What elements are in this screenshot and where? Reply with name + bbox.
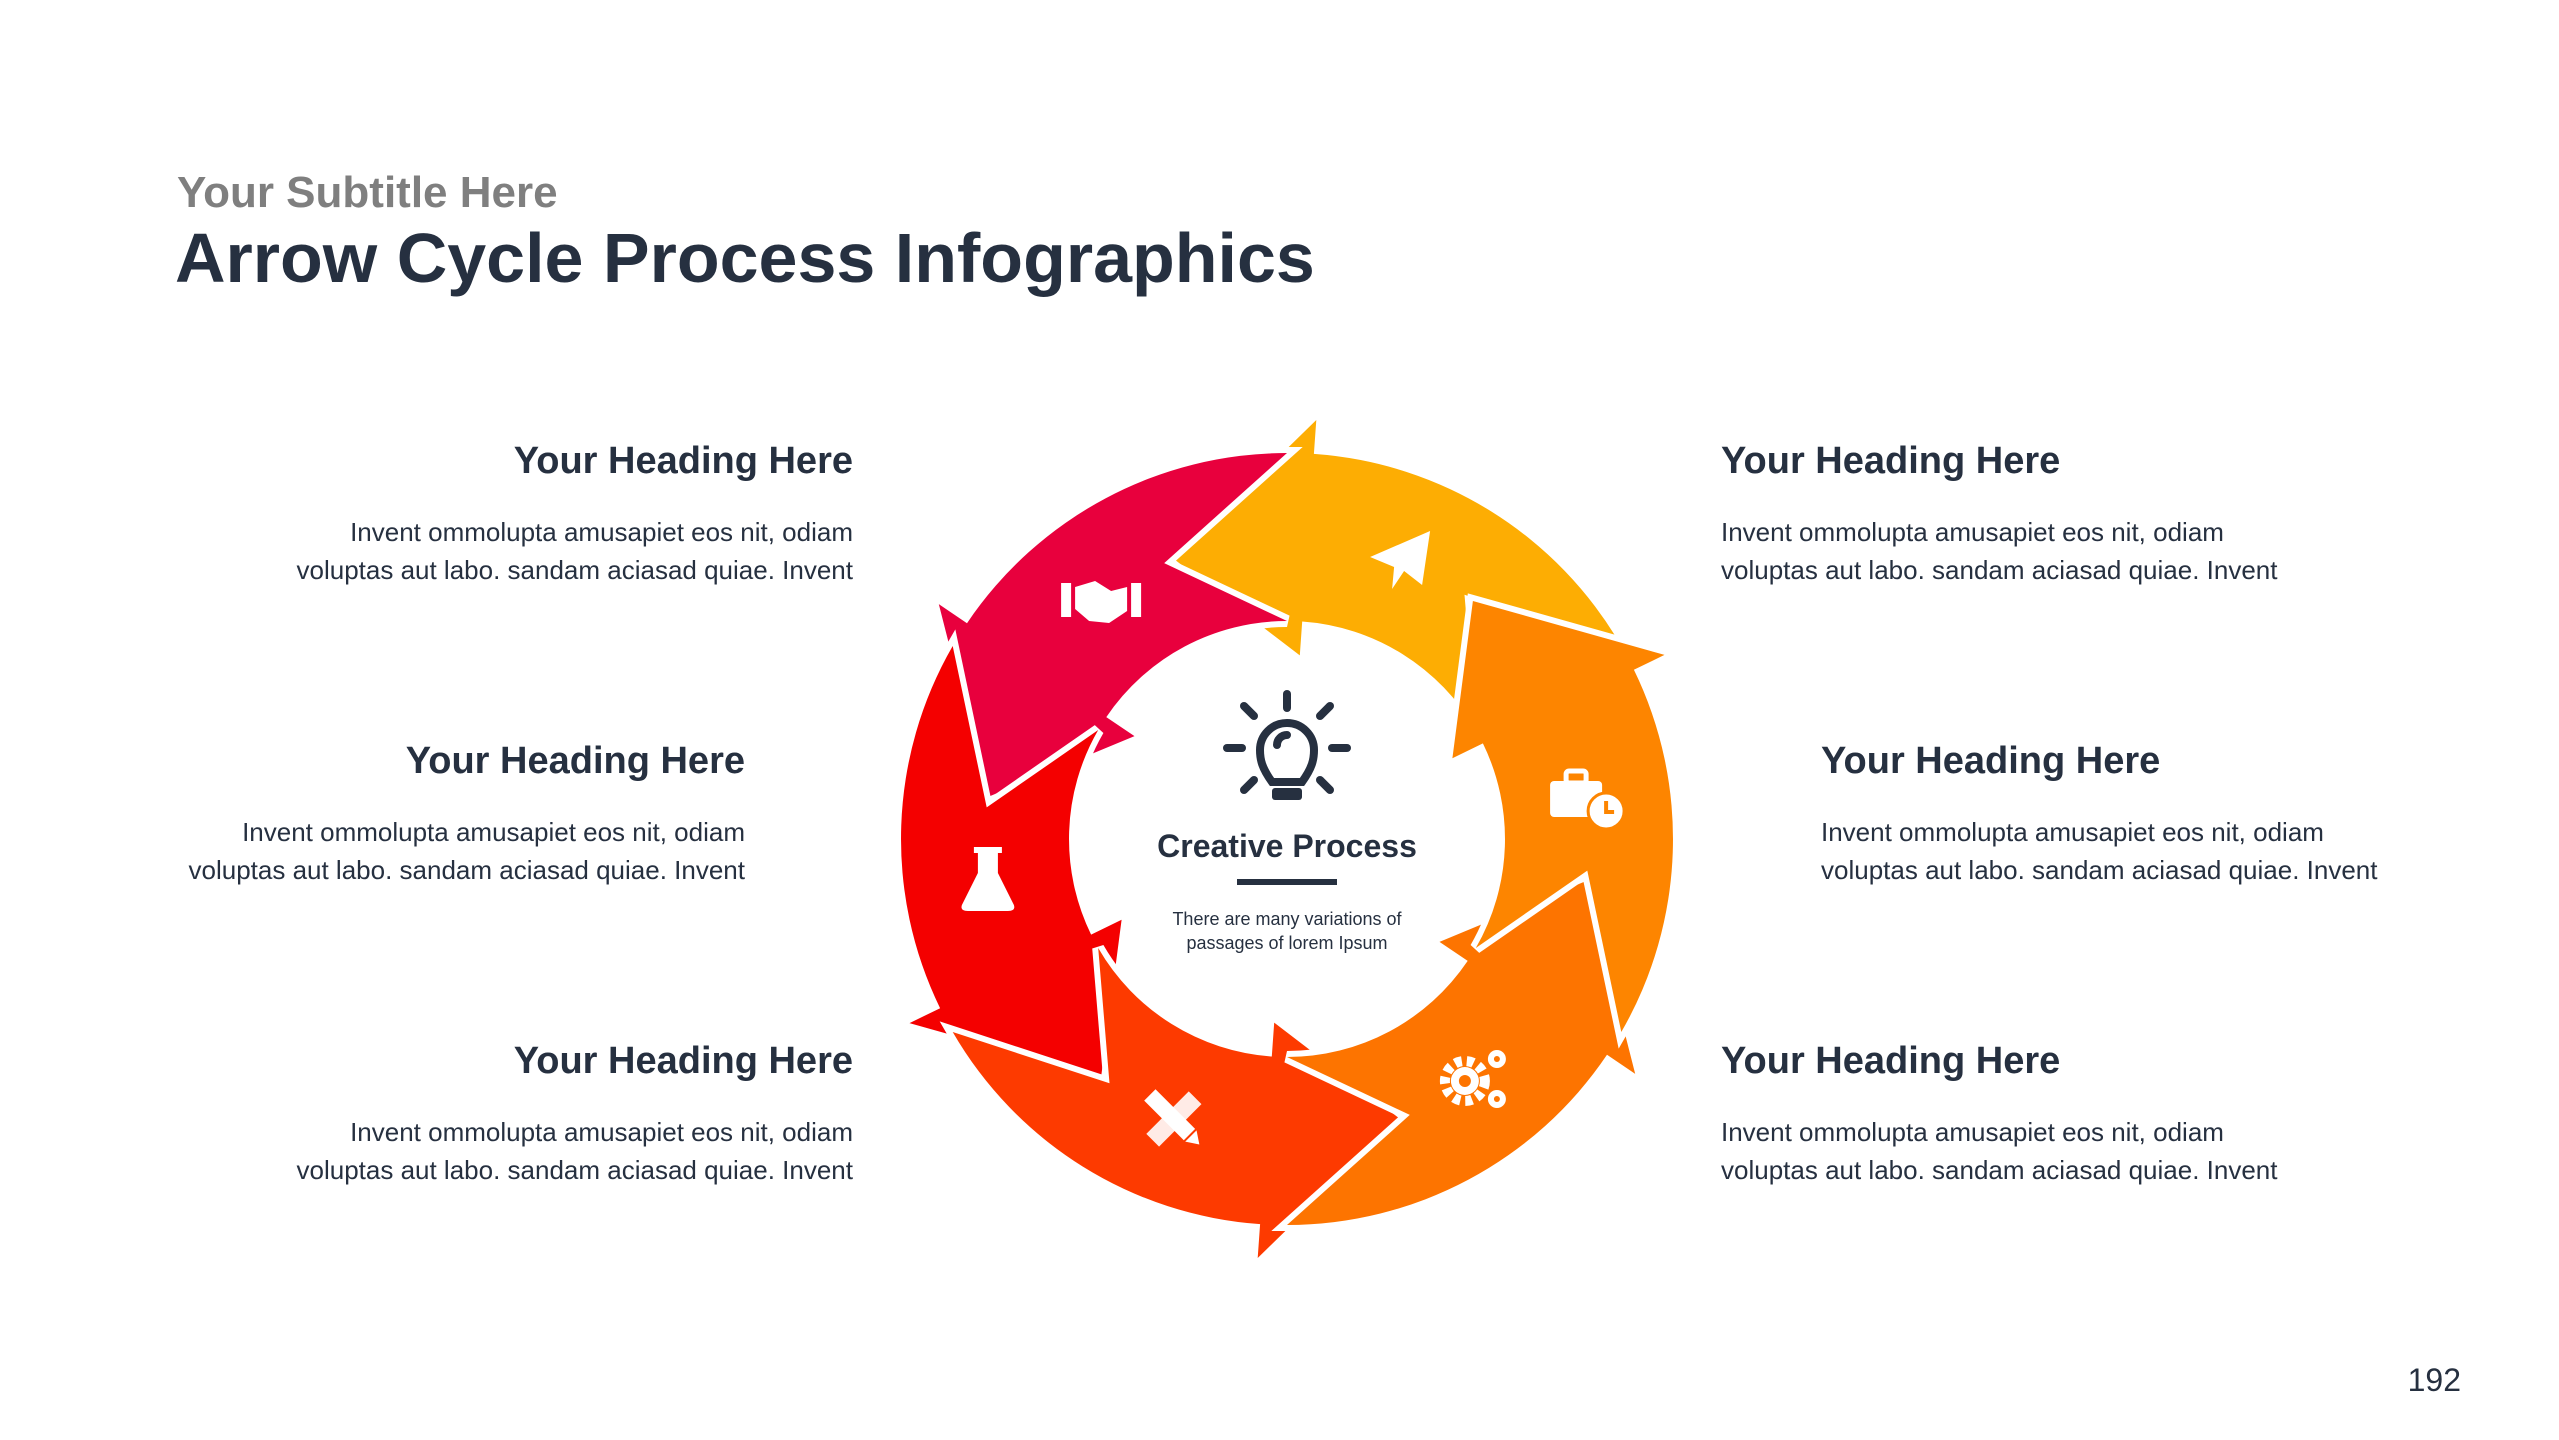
step-text: Invent ommolupta amusapiet eos nit, odia… — [296, 1117, 854, 1185]
step-heading: Your Heading Here — [513, 440, 853, 482]
handshake-icon — [1061, 581, 1142, 623]
step-heading: Your Heading Here — [1721, 1040, 2061, 1082]
center-title: Creative Process — [1157, 828, 1417, 864]
step-block-top-right: Your Heading Here Invent ommolupta amusa… — [1721, 440, 2421, 589]
step-block-bottom-left: Your Heading Here Invent ommolupta amusa… — [153, 1040, 854, 1189]
step-text: Invent ommolupta amusapiet eos nit, odia… — [1821, 817, 2378, 885]
cycle-arrow-4 — [939, 944, 1410, 1274]
step-block-top-left: Your Heading Here Invent ommolupta amusa… — [153, 440, 854, 589]
step-block-bottom-right: Your Heading Here Invent ommolupta amusa… — [1721, 1040, 2421, 1189]
step-heading: Your Heading Here — [405, 740, 745, 782]
step-text: Invent ommolupta amusapiet eos nit, odia… — [1721, 1117, 2278, 1185]
step-heading: Your Heading Here — [513, 1040, 853, 1082]
page-number: 192 — [2407, 1362, 2461, 1398]
page-title: Arrow Cycle Process Infographics — [175, 219, 1315, 297]
center-divider — [1237, 879, 1337, 885]
step-block-middle-left: Your Heading Here Invent ommolupta amusa… — [45, 740, 746, 889]
step-heading: Your Heading Here — [1821, 740, 2161, 782]
step-text: Invent ommolupta amusapiet eos nit, odia… — [296, 517, 854, 585]
lightbulb-icon — [1223, 690, 1351, 800]
center-label: Creative Process There are many variatio… — [1087, 690, 1487, 955]
step-heading: Your Heading Here — [1721, 440, 2061, 482]
paper-plane-icon — [1370, 531, 1431, 589]
step-text: Invent ommolupta amusapiet eos nit, odia… — [188, 817, 746, 885]
cycle-arrow-5 — [1271, 872, 1645, 1232]
briefcase-clock-icon — [1550, 768, 1626, 831]
step-block-middle-right: Your Heading Here Invent ommolupta amusa… — [1821, 740, 2521, 889]
flask-icon — [961, 847, 1015, 911]
cycle-arrow-2 — [929, 446, 1303, 806]
step-text: Invent ommolupta amusapiet eos nit, odia… — [1721, 517, 2278, 585]
gears-icon — [1439, 1050, 1506, 1108]
subtitle: Your Subtitle Here — [177, 168, 558, 217]
pencil-ruler-icon — [1144, 1089, 1202, 1147]
cycle-arrow-3 — [892, 629, 1129, 1085]
